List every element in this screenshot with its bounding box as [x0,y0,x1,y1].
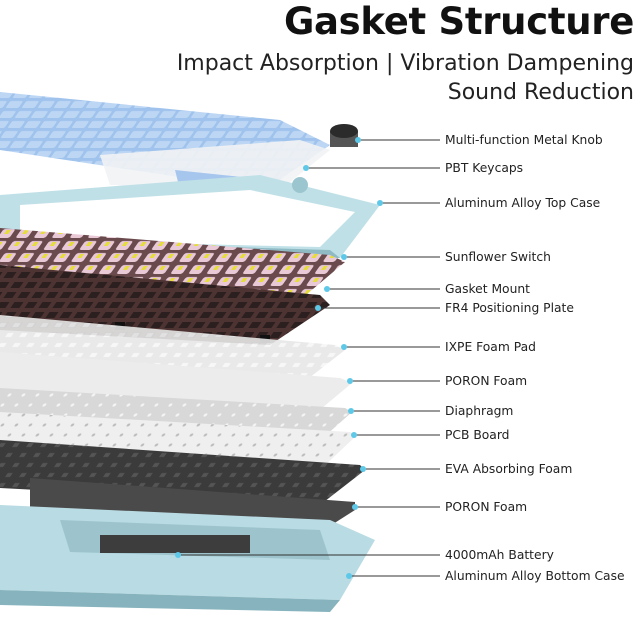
metal-knob [330,124,358,147]
label-pcb-board: PCB Board [445,428,510,442]
label-ixpe-foam: IXPE Foam Pad [445,340,536,354]
bottom-case [0,505,375,612]
label-sunflower-switch: Sunflower Switch [445,250,551,264]
subtitle-line-1: Impact Absorption | Vibration Dampening [176,51,634,76]
label-battery: 4000mAh Battery [445,548,554,562]
label-gasket-mount: Gasket Mount [445,282,530,296]
subtitle-line-2: Sound Reduction [447,80,634,105]
label-diaphragm: Diaphragm [445,404,514,418]
label-top-case: Aluminum Alloy Top Case [445,196,601,210]
label-metal-knob: Multi-function Metal Knob [445,133,603,147]
label-eva-foam: EVA Absorbing Foam [445,462,573,476]
leader-lines [175,137,440,579]
page-title: Gasket Structure [283,0,634,43]
label-pbt-keycaps: PBT Keycaps [445,161,524,175]
label-poron-foam-lower: PORON Foam [445,500,528,514]
label-poron-foam-upper: PORON Foam [445,374,528,388]
keycaps-layer [0,92,330,195]
label-bottom-case: Aluminum Alloy Bottom Case [445,569,625,583]
label-fr4-plate: FR4 Positioning Plate [445,301,574,315]
